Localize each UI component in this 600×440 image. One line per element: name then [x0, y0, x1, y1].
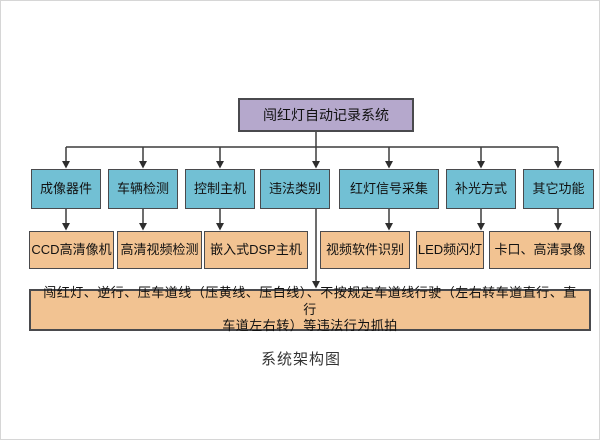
connector-trunk-and-bus — [66, 132, 558, 148]
node-hd-video-detection: 高清视频检测 — [117, 231, 202, 269]
connector-drops-level2 — [65, 147, 559, 162]
node-other-functions: 其它功能 — [523, 169, 594, 209]
node-violation-type: 违法类别 — [260, 169, 330, 209]
node-system-root: 闯红灯自动记录系统 — [238, 98, 414, 132]
node-led-strobe-light: LED频闪灯 — [416, 231, 484, 269]
node-control-host: 控制主机 — [185, 169, 255, 209]
node-ccd-hd-camera: CCD高清像机 — [29, 231, 114, 269]
node-embedded-dsp-host: 嵌入式DSP主机 — [204, 231, 308, 269]
node-checkpoint-hd-recording: 卡口、高清录像 — [489, 231, 591, 269]
node-vehicle-detection: 车辆检测 — [108, 169, 178, 209]
node-imaging-device: 成像器件 — [31, 169, 101, 209]
node-violation-capture-summary: 闯红灯、逆行、压车道线（压黄线、压白线）、不按规定车道线行驶（左右转车道直行、直… — [29, 285, 591, 333]
node-red-light-signal-capture: 红灯信号采集 — [339, 169, 439, 209]
node-fill-light-mode: 补光方式 — [446, 169, 516, 209]
diagram-caption: 系统架构图 — [260, 351, 341, 368]
arrowheads-level2 — [62, 161, 562, 169]
node-video-software-recognition: 视频软件识别 — [320, 231, 410, 269]
